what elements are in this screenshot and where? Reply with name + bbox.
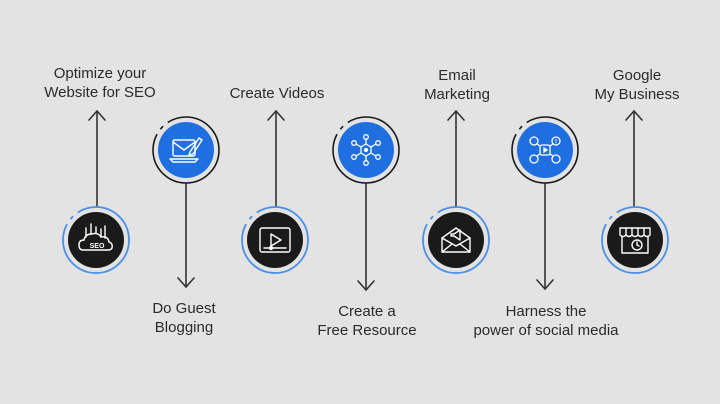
step-6-label-line1: Harness the xyxy=(505,303,587,320)
step-1-label-line1: Optimize your xyxy=(53,65,147,82)
connector-up-7 xyxy=(625,110,643,209)
step-1-node: SEO xyxy=(62,206,130,274)
connector-up-1 xyxy=(88,110,106,209)
step-4-node xyxy=(332,116,400,184)
step-6-node: f xyxy=(511,116,579,184)
step-2-label-line2: Blogging xyxy=(154,319,214,336)
social-media-icon: f xyxy=(529,136,561,164)
step-2-label: Do Guest Blogging xyxy=(84,299,284,337)
step-4-label-line1: Create a xyxy=(338,303,396,320)
connector-up-5 xyxy=(447,110,465,209)
step-4-label: Create a Free Resource xyxy=(267,302,467,340)
connector-down-4 xyxy=(357,183,375,291)
storefront-icon xyxy=(619,227,651,254)
step-3-node xyxy=(241,206,309,274)
step-7-node xyxy=(601,206,669,274)
step-3-label-line2: Create Videos xyxy=(229,85,325,102)
connector-up-3 xyxy=(267,110,285,209)
step-2-label-line1: Do Guest xyxy=(152,300,216,317)
email-megaphone-icon xyxy=(441,227,471,253)
step-5-label-line2: Marketing xyxy=(424,86,490,103)
step-1-label: Optimize your Website for SEO xyxy=(0,64,200,102)
connector-down-2 xyxy=(177,179,195,288)
step-6-label: Harness the power of social media xyxy=(446,302,646,340)
step-1-label-line2: Website for SEO xyxy=(44,84,156,101)
connector-down-6 xyxy=(536,183,554,290)
network-hub-icon xyxy=(351,134,381,166)
blog-writing-icon xyxy=(169,137,203,163)
step-5-node xyxy=(422,206,490,274)
step-5-label: Email Marketing xyxy=(357,66,557,104)
step-7-label: Google My Business xyxy=(537,66,720,104)
step-7-label-line2: My Business xyxy=(594,86,680,103)
step-2-node xyxy=(152,116,220,184)
seo-icon-text: SEO xyxy=(90,243,105,250)
step-5-label-line1: Email xyxy=(438,67,476,84)
svg-text:f: f xyxy=(555,140,557,146)
seo-cloud-icon xyxy=(78,223,113,251)
step-6-label-line2: power of social media xyxy=(473,322,619,339)
step-3-label: Create Videos xyxy=(177,84,377,103)
video-player-icon xyxy=(259,227,291,253)
step-7-label-line1: Google xyxy=(612,67,662,84)
connectors xyxy=(88,110,643,291)
step-4-label-line2: Free Resource xyxy=(317,322,417,339)
